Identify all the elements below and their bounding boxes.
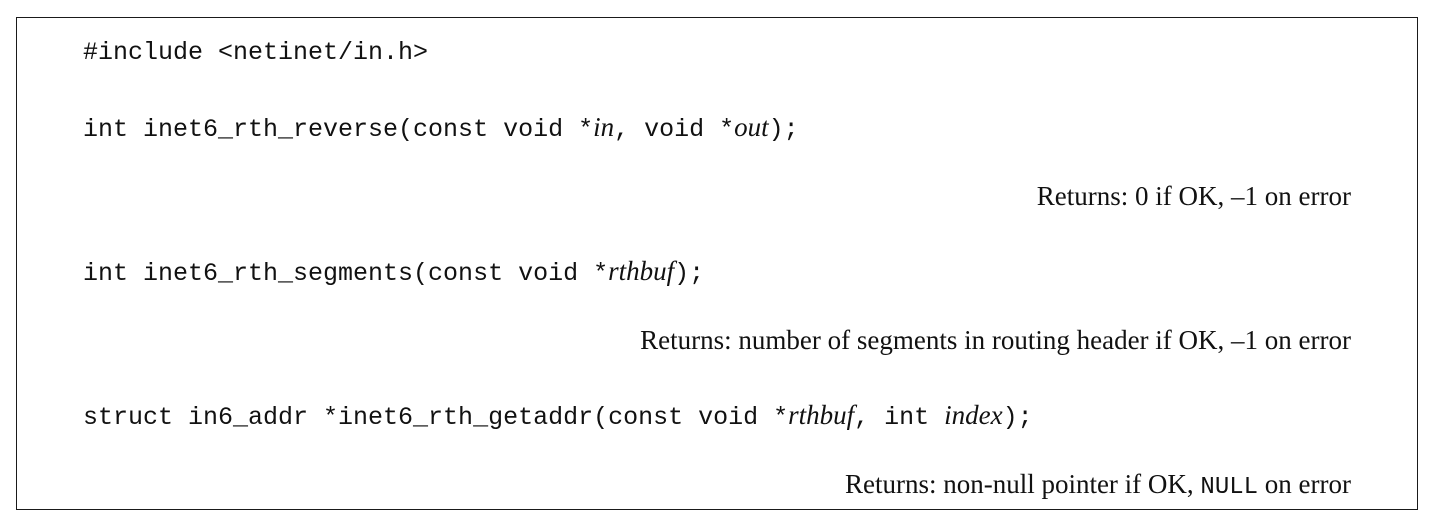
- prototype-text: );: [1002, 403, 1033, 432]
- function-synopsis-box: #include <netinet/in.h> int inet6_rth_re…: [16, 17, 1418, 510]
- prototype-text: );: [768, 115, 799, 144]
- prototype-text: );: [674, 259, 705, 288]
- param-in: in: [593, 112, 615, 142]
- returns-inet6-rth-segments: Returns: number of segments in routing h…: [640, 325, 1351, 355]
- prototype-text: int inet6_rth_segments(const void *: [83, 259, 609, 288]
- include-line: #include <netinet/in.h>: [83, 38, 429, 67]
- prototype-inet6-rth-segments: int inet6_rth_segments(const void *rthbu…: [83, 256, 704, 289]
- prototype-text: , int: [854, 403, 945, 432]
- returns-text: on error: [1258, 469, 1351, 499]
- returns-inet6-rth-getaddr: Returns: non-null pointer if OK, NULL on…: [845, 468, 1351, 504]
- param-rthbuf: rthbuf: [788, 400, 855, 430]
- param-out: out: [734, 112, 769, 142]
- null-constant: NULL: [1200, 474, 1259, 501]
- prototype-text: int inet6_rth_reverse(const void *: [83, 115, 594, 144]
- prototype-inet6-rth-getaddr: struct in6_addr *inet6_rth_getaddr(const…: [83, 400, 1033, 433]
- prototype-text: , void *: [614, 115, 735, 144]
- prototype-inet6-rth-reverse: int inet6_rth_reverse(const void *in, vo…: [83, 112, 799, 145]
- returns-text: Returns: non-null pointer if OK,: [844, 469, 1201, 499]
- param-rthbuf: rthbuf: [608, 256, 675, 286]
- returns-inet6-rth-reverse: Returns: 0 if OK, –1 on error: [1036, 181, 1351, 211]
- prototype-text: struct in6_addr *inet6_rth_getaddr(const…: [83, 403, 789, 432]
- param-index: index: [944, 400, 1003, 430]
